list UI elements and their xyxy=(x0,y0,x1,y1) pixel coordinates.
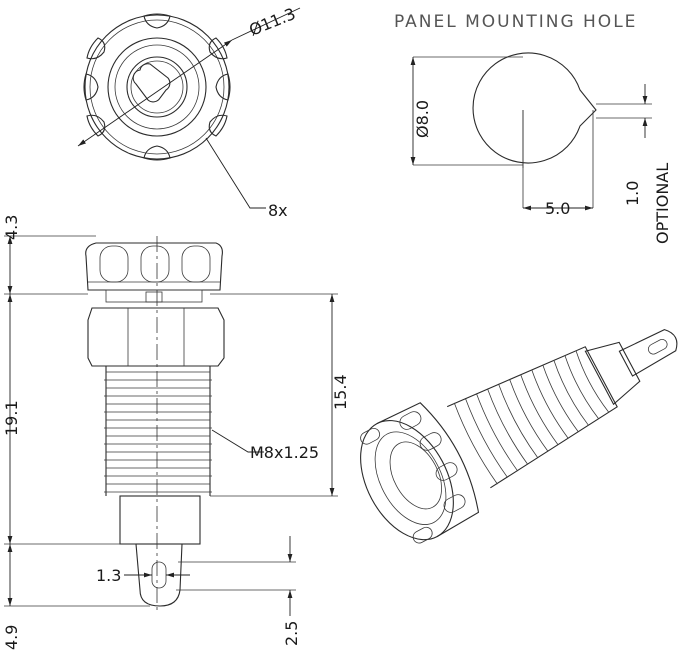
thread-spec-label: M8x1.25 xyxy=(250,443,319,462)
hole-offset-label: 5.0 xyxy=(545,199,570,218)
top-view: Ø11.3 8x xyxy=(77,4,301,220)
isometric-view xyxy=(360,329,678,544)
pin-width-label: 1.3 xyxy=(96,566,121,585)
top-diameter-label: Ø11.3 xyxy=(246,4,298,40)
scallop-count-label: 8x xyxy=(268,201,288,220)
thread xyxy=(104,366,212,496)
thread-length-label: 15.4 xyxy=(331,374,350,410)
pin-tip-label: 2.5 xyxy=(282,621,301,646)
body-length-label: 19.1 xyxy=(2,400,21,436)
pin-length-label: 4.9 xyxy=(2,625,21,650)
panel-hole-title: PANEL MOUNTING HOLE xyxy=(394,12,637,32)
hole-diameter-label: Ø8.0 xyxy=(413,100,432,138)
optional-label: OPTIONAL xyxy=(653,163,672,244)
head-height-label: 4.3 xyxy=(2,215,21,240)
side-view: 4.3 19.1 4.9 15.4 M8x1.25 1.3 2.5 xyxy=(2,215,350,650)
key-width-label: 1.0 xyxy=(623,181,642,206)
panel-hole-view: PANEL MOUNTING HOLE Ø8.0 5.0 1.0 OPTIONA… xyxy=(394,12,672,244)
